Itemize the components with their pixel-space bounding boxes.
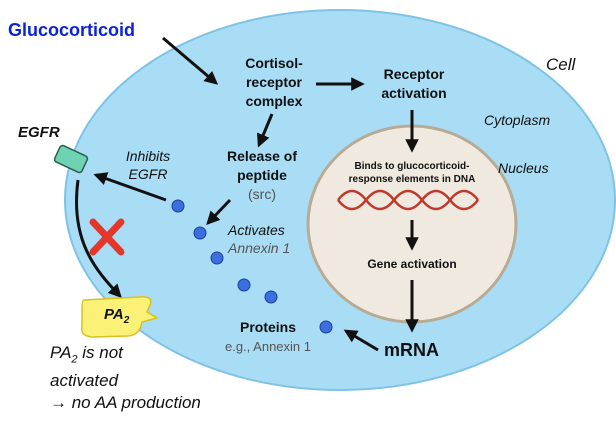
pa2-label: PA2 xyxy=(104,306,130,326)
peptide-dot xyxy=(210,251,224,265)
pa2-not-activated-note: PA2 is not activated → no AA production xyxy=(50,343,201,413)
peptide-dot xyxy=(237,278,251,292)
gene-activation-label: Gene activation xyxy=(367,257,457,271)
protein-dot xyxy=(319,320,333,334)
arrow-release-to-activates xyxy=(206,198,232,225)
dna-helix-icon xyxy=(337,189,479,211)
binds-dna-label: Binds to glucocorticoid- response elemen… xyxy=(348,161,476,185)
release-of-peptide-label: Release of peptide (src) xyxy=(226,148,298,202)
arrow-inhibits-egfr xyxy=(93,172,167,202)
block-x-mark xyxy=(89,218,125,256)
egfr-receptor-icon xyxy=(53,144,89,174)
cytoplasm-label: Cytoplasm xyxy=(484,112,551,128)
inhibits-egfr-label: Inhibits EGFR xyxy=(125,148,171,182)
arrow-complex-to-release xyxy=(256,113,274,148)
activates-annexin-label: Activates Annexin 1 xyxy=(228,222,291,256)
peptide-dot xyxy=(193,226,207,240)
nucleus-label: Nucleus xyxy=(498,160,549,176)
proteins-label: Proteins e.g., Annexin 1 xyxy=(224,319,311,354)
arrow-mrna-to-proteins xyxy=(343,329,379,352)
arrow-glucocorticoid-to-complex xyxy=(162,36,219,85)
cell-label: Cell xyxy=(546,55,576,74)
arrow-egfr-to-pa2 xyxy=(75,179,122,298)
pa2-enzyme-icon xyxy=(80,296,159,338)
receptor-activation-label: Receptor activation xyxy=(381,66,447,101)
glucocorticoid-label: Glucocorticoid xyxy=(8,20,136,40)
egfr-label: EGFR xyxy=(18,124,60,141)
peptide-dot xyxy=(171,199,185,213)
complex-label: Cortisol- receptor complex xyxy=(245,55,303,109)
mrna-label: mRNA xyxy=(384,340,440,360)
peptide-dot xyxy=(264,290,278,304)
